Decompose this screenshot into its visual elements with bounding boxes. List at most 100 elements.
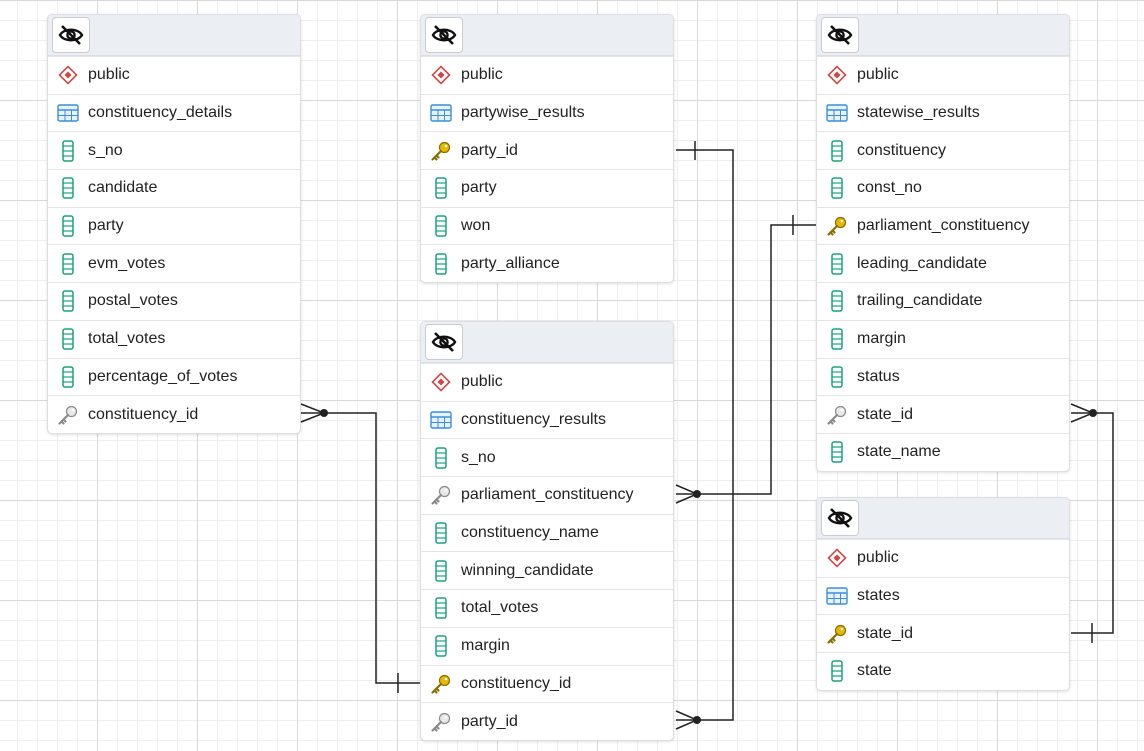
column-row-won[interactable]: won — [421, 206, 673, 245]
column-row-party-id-label: party_id — [461, 141, 518, 159]
toggle-visibility-button[interactable] — [821, 500, 859, 536]
column-row-state-name[interactable]: state_name — [817, 432, 1069, 471]
column-icon — [429, 214, 453, 238]
primary-key-icon — [429, 672, 453, 696]
table-icon — [825, 101, 849, 125]
table-name-row[interactable]: states — [817, 576, 1069, 615]
link-details-to-results[interactable] — [300, 403, 420, 693]
column-row-trailing-candidate[interactable]: trailing_candidate — [817, 282, 1069, 320]
table-node-header[interactable] — [421, 15, 673, 56]
column-row-party-id[interactable]: party_id — [421, 131, 673, 169]
column-row-postal-votes[interactable]: postal_votes — [48, 282, 300, 320]
link-results-to-statewise[interactable] — [675, 215, 816, 504]
schema-row[interactable]: public — [817, 539, 1069, 577]
column-icon — [56, 365, 80, 389]
table-name-row[interactable]: constituency_details — [48, 93, 300, 132]
column-icon — [56, 214, 80, 238]
column-row-state[interactable]: state — [817, 652, 1069, 690]
column-row-parliament-constituency[interactable]: parliament_constituency — [817, 206, 1069, 245]
table-name-row[interactable]: partywise_results — [421, 93, 673, 132]
table-name-row-label: states — [857, 587, 900, 605]
column-icon — [429, 176, 453, 200]
column-row-constituency-name[interactable]: constituency_name — [421, 513, 673, 552]
column-icon — [825, 139, 849, 163]
schema-row-label: public — [857, 549, 899, 567]
column-icon — [56, 252, 80, 276]
foreign-key-icon — [429, 710, 453, 734]
column-row-margin[interactable]: margin — [817, 319, 1069, 358]
schema-row-label: public — [461, 66, 503, 84]
column-row-party[interactable]: party — [421, 169, 673, 207]
column-row-state-id[interactable]: state_id — [817, 614, 1069, 652]
column-icon — [429, 596, 453, 620]
column-row-s-no[interactable]: s_no — [421, 438, 673, 476]
table-node-header[interactable] — [48, 15, 300, 56]
table-node-header[interactable] — [817, 498, 1069, 539]
column-row-postal-votes-label: postal_votes — [88, 292, 178, 310]
column-row-total-votes[interactable]: total_votes — [48, 319, 300, 358]
column-row-total-votes-label: total_votes — [461, 599, 539, 617]
column-row-margin[interactable]: margin — [421, 626, 673, 665]
column-row-state-id[interactable]: state_id — [817, 395, 1069, 433]
column-row-constituency-id[interactable]: constituency_id — [48, 395, 300, 433]
toggle-visibility-button[interactable] — [52, 17, 90, 53]
schema-row[interactable]: public — [421, 363, 673, 401]
column-row-leading-candidate[interactable]: leading_candidate — [817, 244, 1069, 282]
toggle-visibility-button[interactable] — [425, 17, 463, 53]
table-name-row[interactable]: constituency_results — [421, 400, 673, 439]
column-row-party[interactable]: party — [48, 206, 300, 245]
foreign-key-icon — [56, 403, 80, 427]
column-row-evm-votes-label: evm_votes — [88, 254, 166, 272]
table-node-header[interactable] — [421, 322, 673, 363]
column-icon — [825, 659, 849, 683]
column-icon — [429, 446, 453, 470]
table-icon — [429, 408, 453, 432]
eye-off-icon — [431, 24, 457, 46]
column-row-party-id[interactable]: party_id — [421, 702, 673, 740]
column-row-s-no[interactable]: s_no — [48, 131, 300, 169]
column-row-status[interactable]: status — [817, 357, 1069, 396]
schema-icon — [825, 546, 849, 570]
link-statewise-to-states[interactable] — [1070, 403, 1114, 643]
column-row-party-alliance[interactable]: party_alliance — [421, 244, 673, 282]
column-row-winning-candidate[interactable]: winning_candidate — [421, 551, 673, 589]
schema-row[interactable]: public — [817, 56, 1069, 94]
column-icon — [429, 252, 453, 276]
table-icon — [825, 584, 849, 608]
column-row-total-votes[interactable]: total_votes — [421, 589, 673, 627]
column-row-state-id-label: state_id — [857, 624, 914, 642]
column-icon — [825, 365, 849, 389]
column-row-won-label: won — [461, 217, 491, 235]
column-row-parliament-constituency[interactable]: parliament_constituency — [421, 476, 673, 514]
table-node-constituency-results[interactable]: public constituency_results s_no parliament… — [420, 321, 674, 741]
column-icon — [825, 252, 849, 276]
eye-off-icon — [431, 331, 457, 353]
column-row-constituency-id[interactable]: constituency_id — [421, 664, 673, 703]
schema-row[interactable]: public — [48, 56, 300, 94]
column-row-evm-votes[interactable]: evm_votes — [48, 244, 300, 282]
table-name-row-label: constituency_results — [461, 411, 606, 429]
link-results-to-party[interactable] — [675, 141, 734, 730]
schema-row-label: public — [857, 66, 899, 84]
column-row-parliament-constituency-label: parliament_constituency — [461, 486, 634, 504]
toggle-visibility-button[interactable] — [821, 17, 859, 53]
table-name-row[interactable]: statewise_results — [817, 93, 1069, 132]
foreign-key-icon — [825, 403, 849, 427]
column-icon — [429, 634, 453, 658]
column-row-candidate[interactable]: candidate — [48, 169, 300, 207]
schema-icon — [825, 63, 849, 87]
column-icon — [825, 176, 849, 200]
toggle-visibility-button[interactable] — [425, 324, 463, 360]
column-row-percentage-of-votes[interactable]: percentage_of_votes — [48, 357, 300, 396]
schema-icon — [429, 63, 453, 87]
column-row-const-no-label: const_no — [857, 179, 922, 197]
schema-row[interactable]: public — [421, 56, 673, 94]
column-row-constituency[interactable]: constituency — [817, 131, 1069, 169]
table-node-header[interactable] — [817, 15, 1069, 56]
eye-off-icon — [58, 24, 84, 46]
column-row-const-no[interactable]: const_no — [817, 169, 1069, 207]
